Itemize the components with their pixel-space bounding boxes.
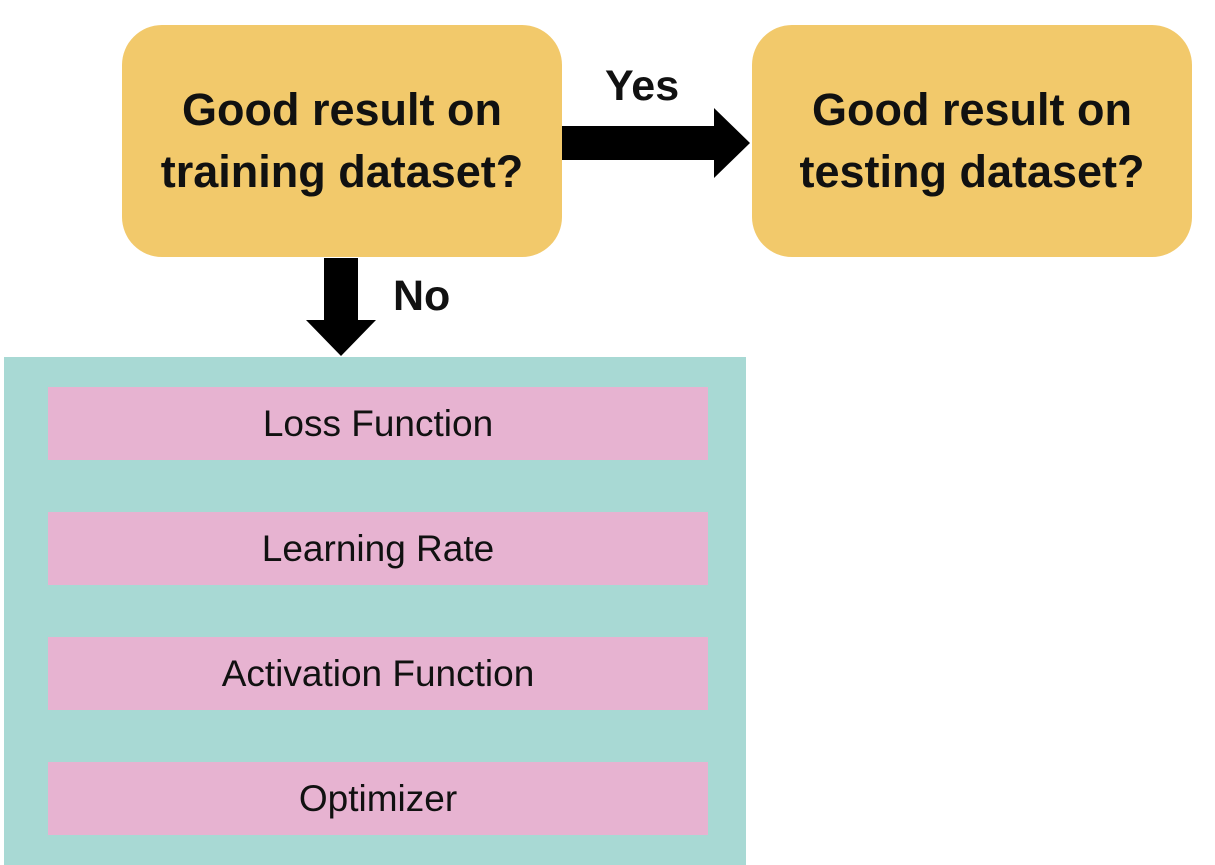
option-activation-function: Activation Function: [48, 637, 708, 710]
option-learning-rate: Learning Rate: [48, 512, 708, 585]
training-decision-line-1: Good result on: [182, 84, 502, 135]
training-result-decision: Good result on training dataset?: [122, 25, 562, 257]
training-decision-line-2: training dataset?: [160, 146, 524, 197]
option-loss-function: Loss Function: [48, 387, 708, 460]
testing-decision-line-2: testing dataset?: [799, 146, 1145, 197]
no-label: No: [393, 272, 451, 320]
training-fix-options-panel: Loss Function Learning Rate Activation F…: [4, 357, 746, 865]
no-arrow: [306, 258, 376, 356]
testing-decision-line-1: Good result on: [812, 84, 1132, 135]
yes-label: Yes: [605, 62, 680, 110]
option-optimizer: Optimizer: [48, 762, 708, 835]
testing-result-decision: Good result on testing dataset?: [752, 25, 1192, 257]
yes-arrow: [562, 108, 750, 178]
